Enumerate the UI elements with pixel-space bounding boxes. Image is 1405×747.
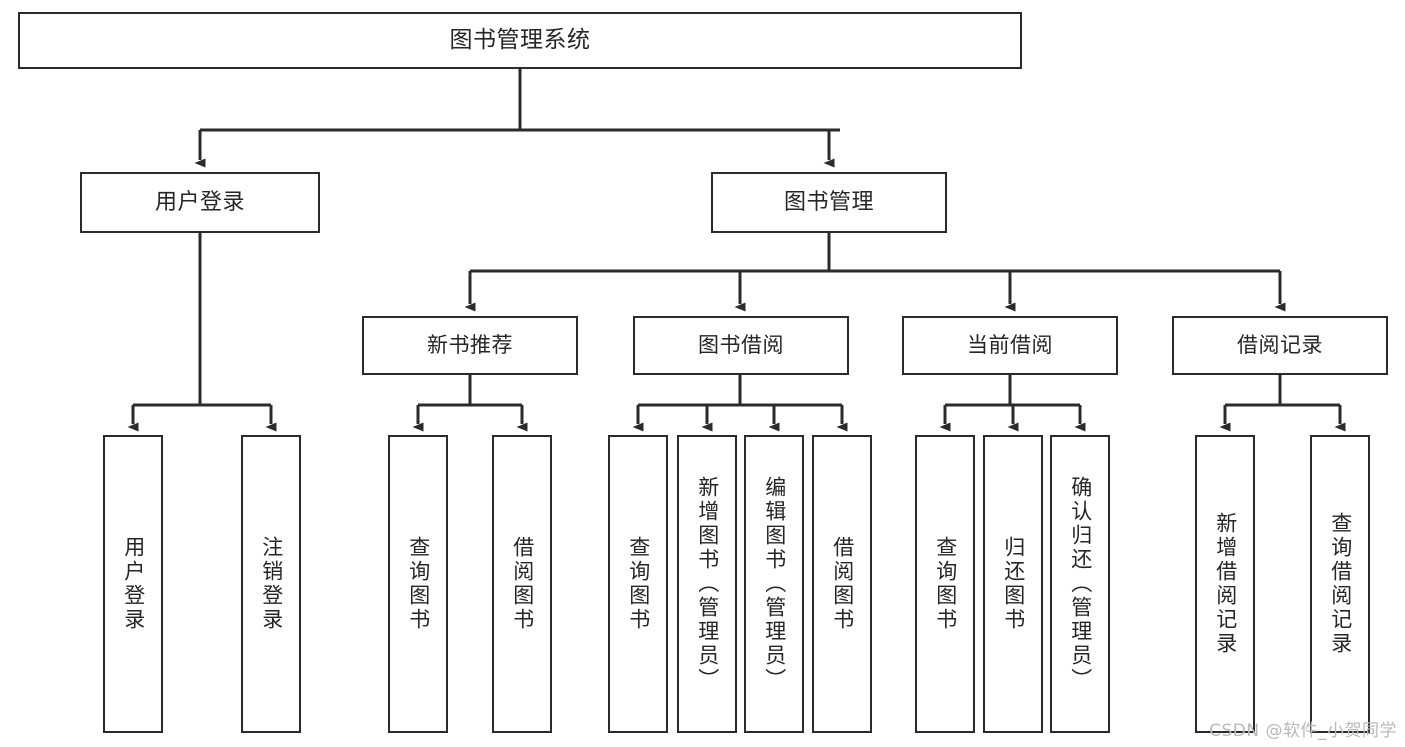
node-label: 查询图书 (406, 536, 431, 632)
node-current-borrow[interactable]: 当前借阅 (902, 316, 1118, 375)
node-leaf-query-borrow-record[interactable]: 查询借阅记录 (1310, 435, 1370, 733)
current-borrow-to-leaves-connectors (939, 375, 1086, 432)
node-new-book-recommend[interactable]: 新书推荐 (362, 316, 578, 375)
node-label: 当前借阅 (967, 333, 1053, 358)
node-label: 注销登录 (259, 536, 284, 632)
node-leaf-add-book-admin[interactable]: 新增图书（管理员） (677, 435, 737, 733)
book-mgmt-to-level3-connectors (464, 233, 1286, 312)
node-label: 确认归还（管理员） (1068, 476, 1093, 692)
node-leaf-query-book-borrow[interactable]: 查询图书 (608, 435, 668, 733)
node-leaf-return-book[interactable]: 归还图书 (983, 435, 1043, 733)
node-label: 新书推荐 (427, 333, 513, 358)
node-label: 用户登录 (154, 189, 245, 215)
node-leaf-borrow-book-recommend[interactable]: 借阅图书 (492, 435, 552, 733)
node-label: 借阅图书 (830, 536, 855, 632)
node-label: 图书借阅 (698, 333, 784, 358)
node-label: 归还图书 (1001, 536, 1026, 632)
node-label: 查询图书 (933, 536, 958, 632)
node-leaf-logout-login[interactable]: 注销登录 (241, 435, 301, 733)
user-login-to-leaves-connectors (127, 233, 277, 432)
node-leaf-confirm-return-admin[interactable]: 确认归还（管理员） (1050, 435, 1110, 733)
node-label: 查询借阅记录 (1328, 512, 1353, 656)
node-book-borrow[interactable]: 图书借阅 (633, 316, 849, 375)
node-user-login[interactable]: 用户登录 (80, 172, 320, 233)
node-label: 借阅记录 (1237, 333, 1323, 358)
node-label: 借阅图书 (510, 536, 535, 632)
node-leaf-user-login[interactable]: 用户登录 (103, 435, 163, 733)
node-borrow-record[interactable]: 借阅记录 (1172, 316, 1388, 375)
watermark: CSDN @软件_小贺同学 (1209, 721, 1397, 741)
node-label: 新增借阅记录 (1213, 512, 1238, 656)
node-root-title[interactable]: 图书管理系统 (18, 12, 1022, 69)
new-book-to-leaves-connectors (412, 375, 528, 432)
borrow-record-to-leaves-connectors (1219, 375, 1346, 432)
node-leaf-add-borrow-record[interactable]: 新增借阅记录 (1195, 435, 1255, 733)
root-to-level2-connectors (194, 69, 840, 168)
node-leaf-edit-book-admin[interactable]: 编辑图书（管理员） (744, 435, 804, 733)
node-label: 查询图书 (626, 536, 651, 632)
node-leaf-query-book-current[interactable]: 查询图书 (915, 435, 975, 733)
node-book-management[interactable]: 图书管理 (711, 172, 947, 233)
node-label: 编辑图书（管理员） (762, 476, 787, 692)
book-borrow-to-leaves-connectors (632, 375, 848, 432)
node-leaf-query-book-recommend[interactable]: 查询图书 (388, 435, 448, 733)
node-label: 新增图书（管理员） (695, 476, 720, 692)
node-label: 用户登录 (121, 536, 146, 632)
node-label: 图书管理系统 (449, 26, 591, 53)
node-leaf-borrow-book[interactable]: 借阅图书 (812, 435, 872, 733)
node-label: 图书管理 (783, 189, 874, 215)
